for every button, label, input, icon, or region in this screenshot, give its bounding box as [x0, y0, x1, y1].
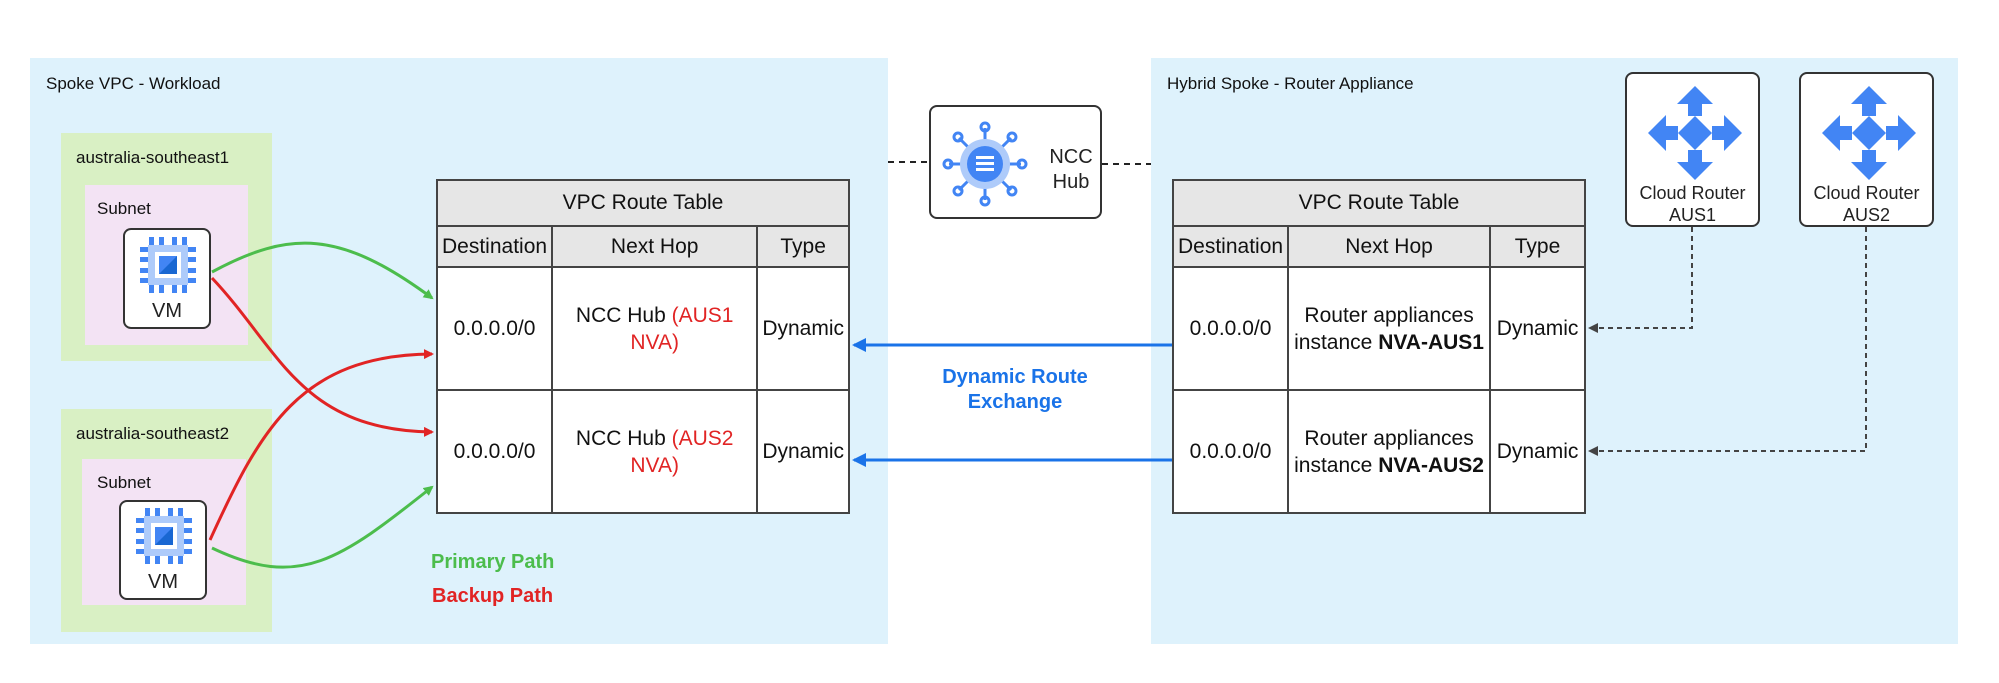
primary-path-1: [211, 241, 434, 300]
destination-cell: 0.0.0.0/0: [1171, 266, 1290, 391]
type-cell: Dynamic: [756, 389, 850, 514]
vm-node[interactable]: VM: [123, 228, 211, 329]
hybrid-spoke-title: Hybrid Spoke - Router Appliance: [1167, 74, 1414, 93]
primary-path-2: [211, 485, 434, 569]
destination-cell: 0.0.0.0/0: [1171, 389, 1290, 514]
type-cell: Dynamic: [756, 266, 850, 391]
destination-cell: 0.0.0.0/0: [435, 266, 554, 391]
type-cell: Dynamic: [1489, 266, 1586, 391]
col-type: Type: [1489, 225, 1586, 268]
col-next-hop: Next Hop: [551, 225, 759, 268]
chip-icon: [136, 508, 192, 564]
destination-cell: 0.0.0.0/0: [435, 389, 554, 514]
spoke-vpc-title: Spoke VPC - Workload: [46, 74, 221, 93]
col-destination: Destination: [435, 225, 554, 268]
subnet-label: Subnet: [97, 199, 151, 218]
region-label: australia-southeast1: [76, 148, 230, 167]
col-type: Type: [756, 225, 850, 268]
router-icon: [1648, 86, 1742, 180]
router-link-2: [1588, 227, 1867, 456]
right-vpc-route-table: VPC Route Table Destination Next Hop Typ…: [1171, 179, 1586, 514]
col-next-hop: Next Hop: [1287, 225, 1492, 268]
backup-path-2: [208, 349, 434, 541]
backup-path-1: [210, 276, 434, 437]
legend-primary-path: Primary Path: [431, 551, 555, 573]
legend-backup-path: Backup Path: [432, 585, 554, 607]
vm-label: VM: [148, 571, 178, 593]
subnet-label: Subnet: [97, 473, 151, 492]
subnet: Subnet VM: [82, 459, 246, 605]
table-title: VPC Route Table: [1172, 179, 1586, 227]
left-vpc-route-table: VPC Route Table Destination Next Hop Typ…: [435, 179, 850, 514]
router-link-1: [1588, 227, 1693, 333]
router-icon: [1822, 86, 1916, 180]
ncc-hub-icon: [942, 121, 1028, 207]
vm-node[interactable]: VM: [119, 500, 207, 600]
type-cell: Dynamic: [1489, 389, 1586, 514]
subnet: Subnet VM: [85, 185, 248, 345]
vm-label: VM: [152, 300, 182, 322]
region-australia-southeast2: australia-southeast2 Subnet VM: [61, 409, 272, 632]
table-title: VPC Route Table: [436, 179, 850, 227]
region-australia-southeast1: australia-southeast1 Subnet VM: [61, 133, 272, 361]
region-label: australia-southeast2: [76, 424, 230, 443]
col-destination: Destination: [1171, 225, 1290, 268]
chip-icon: [140, 237, 196, 293]
